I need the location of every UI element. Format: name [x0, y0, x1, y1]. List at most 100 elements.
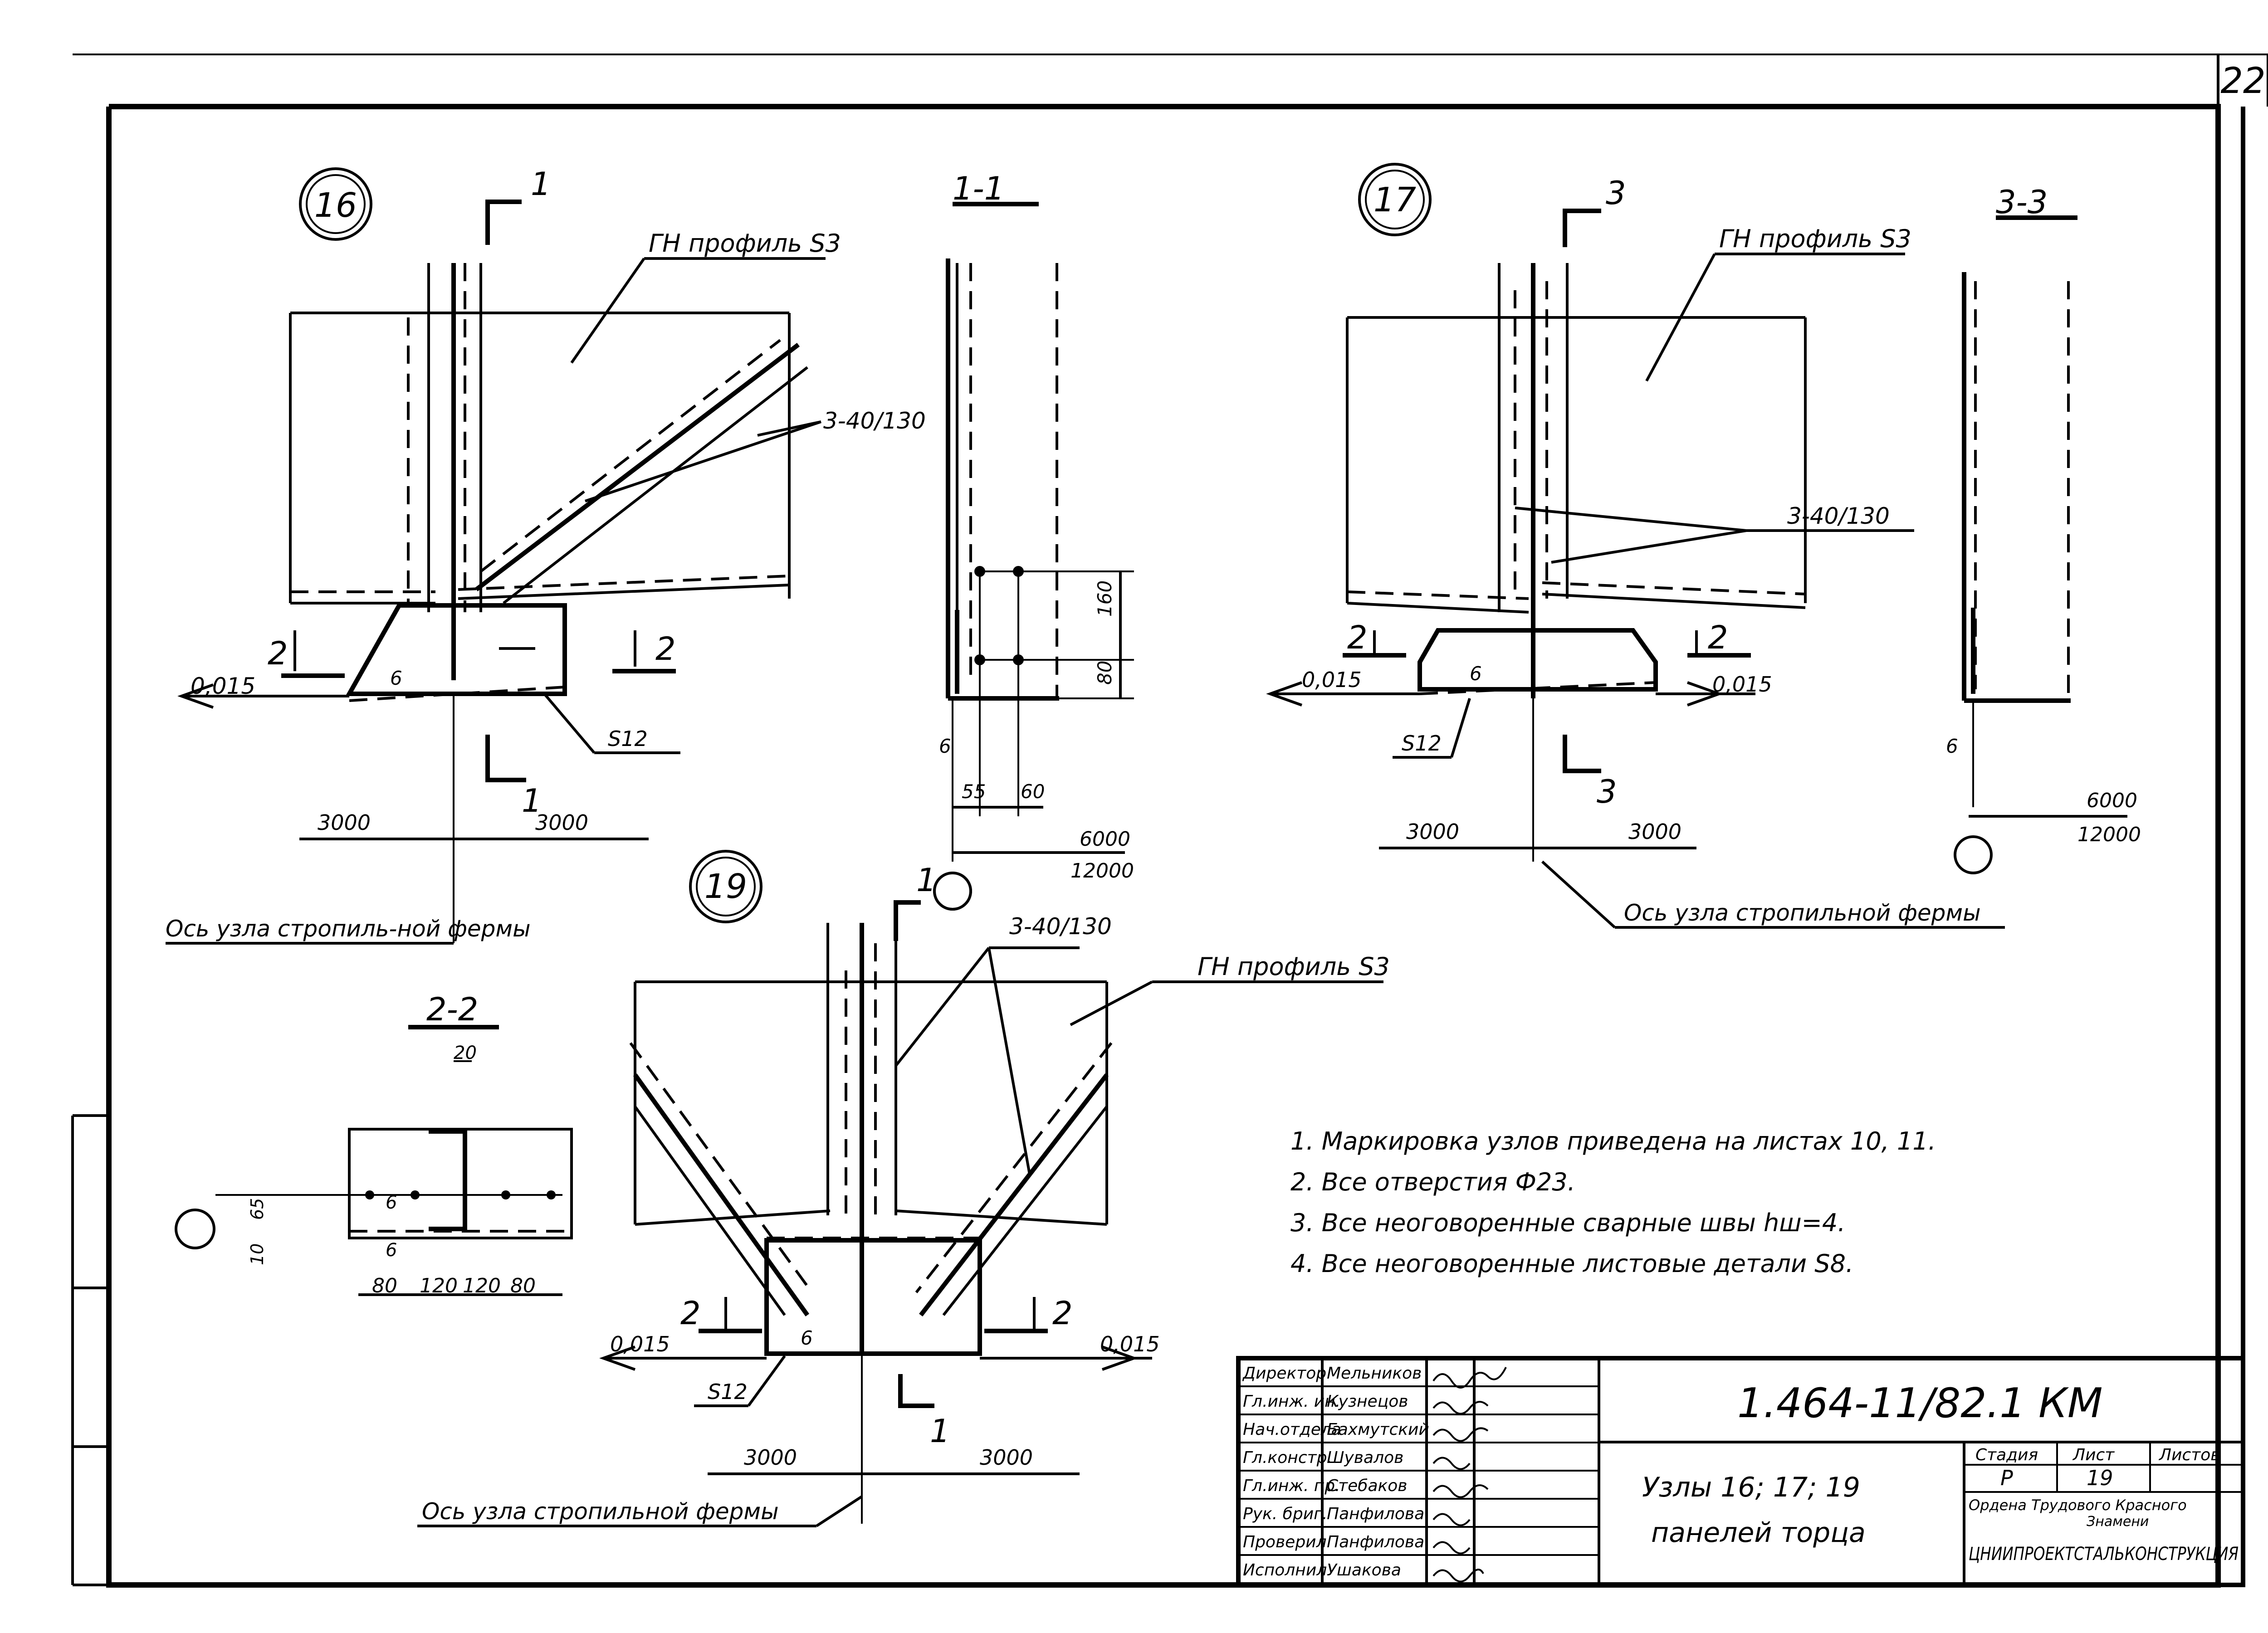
section-1-1-dim-6000: 6000: [1080, 828, 1130, 851]
stage-label: Стадия: [1975, 1446, 2038, 1464]
title-block-role-1: Гл.инж. ин.: [1243, 1392, 1340, 1411]
title-block-name-1: Кузнецов: [1327, 1392, 1408, 1411]
section-2-2-dim-80b: 80: [510, 1274, 536, 1297]
title-block-role-2: Нач.отдела: [1243, 1420, 1341, 1439]
node-19-level-left: 0,015: [610, 1332, 670, 1356]
title-block-role-5: Рук. бриг.: [1243, 1505, 1327, 1523]
node-17-dim-left: 3000: [1406, 819, 1459, 844]
node-19-mark: 19: [704, 867, 747, 906]
note-2: 2. Все отверстия Ф23.: [1290, 1168, 1575, 1196]
section-2-2-title: 2-2: [426, 991, 478, 1028]
node-17-mark: 17: [1374, 180, 1416, 219]
section-3-3-dim-6000: 6000: [2087, 789, 2137, 812]
section-2-2-dim-6a: 6: [386, 1192, 397, 1213]
section-1-1-dim-60: 60: [1021, 780, 1045, 803]
title-block-role-0: Директор: [1242, 1364, 1326, 1383]
node-17-level-right: 0,015: [1712, 672, 1772, 697]
node-17: 17 3 3-40/130 ГН профиль S3 0,015 0,015 …: [1266, 163, 2005, 929]
section-1-1-title: 1-1: [953, 170, 1004, 207]
title-block-name-7: Ушакова: [1327, 1561, 1401, 1579]
node-19-bolt-label: 3-40/130: [1009, 913, 1112, 940]
title-block-role-4: Гл.инж. пр.: [1243, 1477, 1340, 1495]
section-3-3: 3-3 6 6000 12000: [1946, 184, 2141, 874]
node-17-thickness: 6: [1470, 663, 1482, 685]
node-16-dim-left: 3000: [318, 810, 371, 835]
note-3: 3. Все неоговоренные сварные швы hш=4.: [1290, 1209, 1845, 1237]
organization-name: ЦНИИПРОЕКТСТАЛЬКОНСТРУКЦИЯ: [1969, 1544, 2239, 1565]
section-2-2-dim-120a: 120: [420, 1274, 458, 1297]
section-1-1: 1-1 160 80 6 55 60 6000 12000: [933, 170, 1134, 911]
node-19-thickness: 6: [801, 1327, 813, 1349]
node-19-axis-note: Ось узла стропильной фермы: [422, 1498, 779, 1525]
node-19-level-right: 0,015: [1100, 1332, 1160, 1356]
section-2-2-dim-65: 65: [247, 1198, 267, 1220]
node-16-cut-left: 2: [268, 635, 288, 672]
section-3-3-dim-6: 6: [1946, 735, 1958, 757]
title-block-role-7: Исполнил: [1243, 1561, 1327, 1579]
sheet-label: Лист: [2072, 1446, 2115, 1464]
node-17-mark-circle: [1358, 163, 1432, 236]
node-16-plate: S12: [608, 726, 648, 751]
title-block-name-3: Шувалов: [1327, 1448, 1403, 1467]
node-17-cut-right: 2: [1708, 619, 1728, 656]
org-line2: Знамени: [2087, 1514, 2149, 1530]
node-17-bolt-label: 3-40/130: [1787, 503, 1890, 529]
title-block-name-0: Мельников: [1327, 1364, 1422, 1383]
node-17-dim-right: 3000: [1628, 819, 1681, 844]
section-1-1-dim-55: 55: [962, 780, 986, 803]
section-2-2-dim-80a: 80: [372, 1274, 397, 1297]
node-17-plate: S12: [1402, 731, 1442, 756]
node-19-section-bottom: 1: [930, 1413, 950, 1450]
node-19-profile-label: ГН профиль S3: [1198, 952, 1390, 981]
sheet-frame: [71, 54, 2268, 1588]
node-16: 16 1 3-40/130 ГН профиль S3: [166, 166, 926, 945]
sheet-corner-number: 22: [2220, 61, 2265, 102]
node-17-level-left: 0,015: [1302, 668, 1362, 692]
note-4: 4. Все неоговоренные листовые детали S8.: [1290, 1249, 1853, 1278]
section-3-3-dim-12000: 12000: [2077, 823, 2141, 846]
node-19-cut-right: 2: [1052, 1295, 1073, 1332]
section-2-2-dim-120b: 120: [463, 1274, 501, 1297]
node-16-mark: 16: [314, 186, 357, 225]
node-19-dim-left: 3000: [744, 1445, 797, 1470]
node-16-cut-right: 2: [655, 630, 676, 668]
sheets-label: Листов: [2158, 1446, 2220, 1464]
node-17-profile-label: ГН профиль S3: [1719, 224, 1911, 253]
node-17-section-bottom: 3: [1597, 773, 1617, 810]
section-2-2-dim-20: 20: [454, 1043, 477, 1063]
note-1: 1. Маркировка узлов приведена на листах …: [1290, 1127, 1936, 1155]
section-1-1-dim-160: 160: [1094, 580, 1116, 617]
section-1-1-dim-6: 6: [939, 735, 951, 757]
node-16-axis-note: Ось узла стропиль-ной фермы: [166, 916, 531, 942]
title-block-role-3: Гл.констр.: [1243, 1448, 1332, 1467]
title-block-role-6: Проверил: [1243, 1533, 1327, 1551]
section-1-1-dim-12000: 12000: [1070, 859, 1134, 882]
section-1-1-dim-80: 80: [1094, 661, 1116, 685]
node-19-mark-circle: [689, 850, 763, 923]
node-17-cut-left: 2: [1347, 619, 1368, 656]
node-19-section-top: 1: [916, 862, 937, 899]
node-16-mark-circle: [299, 167, 372, 241]
org-line1: Ордена Трудового Красного: [1969, 1497, 2187, 1514]
node-16-profile-label: ГН профиль S3: [649, 229, 841, 258]
node-16-section-bottom: 1: [522, 782, 542, 819]
node-19: 19 1 3-40/130 ГН профиль S3: [417, 850, 1390, 1527]
section-2-2: 2-2 20 65 10 6 6 80 120 120 80: [175, 991, 573, 1297]
node-16-level: 0,015: [191, 673, 255, 699]
node-16-section-top: 1: [531, 166, 551, 203]
section-2-2-dim-6b: 6: [386, 1240, 397, 1261]
title-block-name-6: Панфилова: [1327, 1533, 1424, 1551]
general-notes: 1. Маркировка узлов приведена на листах …: [1290, 1127, 1936, 1278]
document-code: 1.464-11/82.1 КМ: [1737, 1380, 2103, 1427]
title-block-name-2: Бахмутский: [1327, 1420, 1429, 1439]
node-16-bolt-label: 3-40/130: [823, 408, 926, 434]
section-3-3-title: 3-3: [1996, 184, 2048, 221]
title-block-name-5: Панфилова: [1327, 1505, 1424, 1523]
node-16-thickness: 6: [390, 667, 402, 689]
node-17-section-top: 3: [1606, 175, 1626, 212]
node-19-dim-right: 3000: [980, 1445, 1033, 1470]
node-19-cut-left: 2: [680, 1295, 701, 1332]
node-19-plate: S12: [708, 1380, 748, 1404]
drawing-title-line1: Узлы 16; 17; 19: [1642, 1472, 1860, 1503]
